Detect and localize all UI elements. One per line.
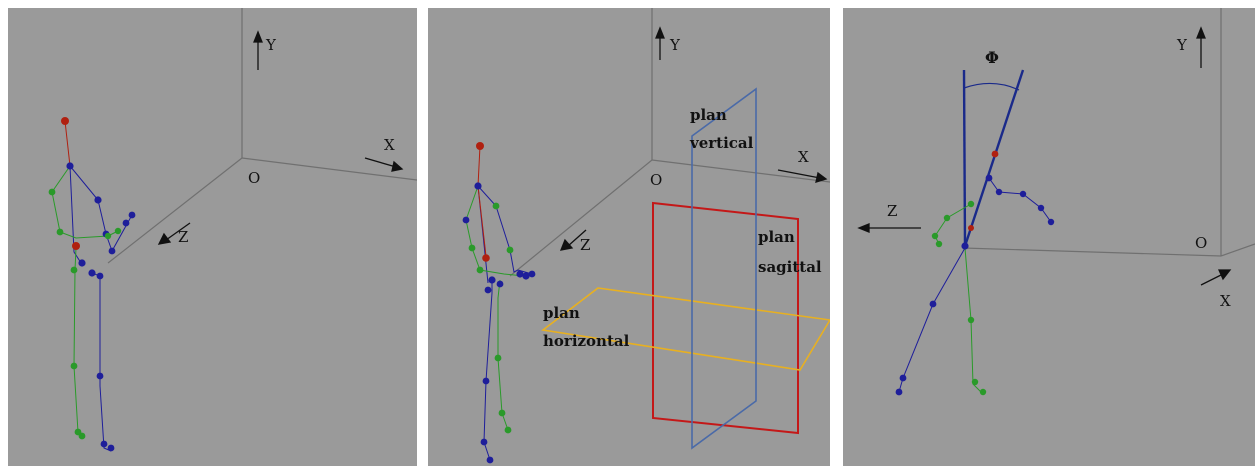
plane-vertical-label-2: vertical [690,134,754,152]
axis-z-label: Z [887,202,898,220]
angle-scene [857,8,1255,396]
angle-arc [963,82,1020,91]
panel-skeleton-side-view: Y X Z O [8,8,417,466]
skeleton-right-side [69,165,133,452]
axis-y-label: Y [1177,36,1187,54]
plane-vertical [691,87,757,450]
plane-sagittal-label-1: plan [758,228,795,246]
axis-y-label: Y [670,36,680,54]
spine-line [477,185,487,257]
angle-phi-label: Φ [985,48,999,67]
axis-x-label: X [798,148,809,166]
origin-label: O [248,169,261,187]
panel-trunk-angle: Y Z X O Φ [843,8,1255,466]
skeleton-joints [48,117,136,452]
axis-z-label: Z [580,236,591,254]
axis-box [107,8,417,264]
skeleton-right-side [898,177,1052,393]
plane-horizontal-label-2: horizontal [543,332,630,350]
plane-sagittal-label-2: sagittal [758,258,822,276]
plane-vertical-label-1: plan [690,106,727,124]
plane-horizontal [541,287,830,371]
origin-label: O [1195,234,1208,252]
skeleton-left-side [51,165,119,437]
origin-label: O [650,171,663,189]
head-line [477,145,481,187]
skeleton-joints [462,142,536,464]
axis-arrows [157,30,404,245]
panel-anatomical-planes: Y X Z O plan vertical plan sagittal plan… [428,8,830,466]
plane-horizontal-label-1: plan [543,304,580,322]
skeleton-left-side [934,203,984,395]
planes-scene [462,8,830,464]
skeleton-joints [895,150,1055,396]
axis-y-label: Y [266,36,276,54]
skeleton-right-side [477,185,533,461]
axis-arrows [857,26,1232,286]
axis-x-label: X [384,136,395,154]
head-line [64,120,71,167]
axis-z-label: Z [178,228,189,246]
axis-x-label: X [1220,292,1231,310]
axis-box [962,8,1255,257]
axis-arrows [559,26,828,251]
skeleton-scene-1 [48,8,417,452]
skeleton-left-side [465,185,525,431]
axis-box [509,8,830,277]
angle-lines [962,69,1025,247]
